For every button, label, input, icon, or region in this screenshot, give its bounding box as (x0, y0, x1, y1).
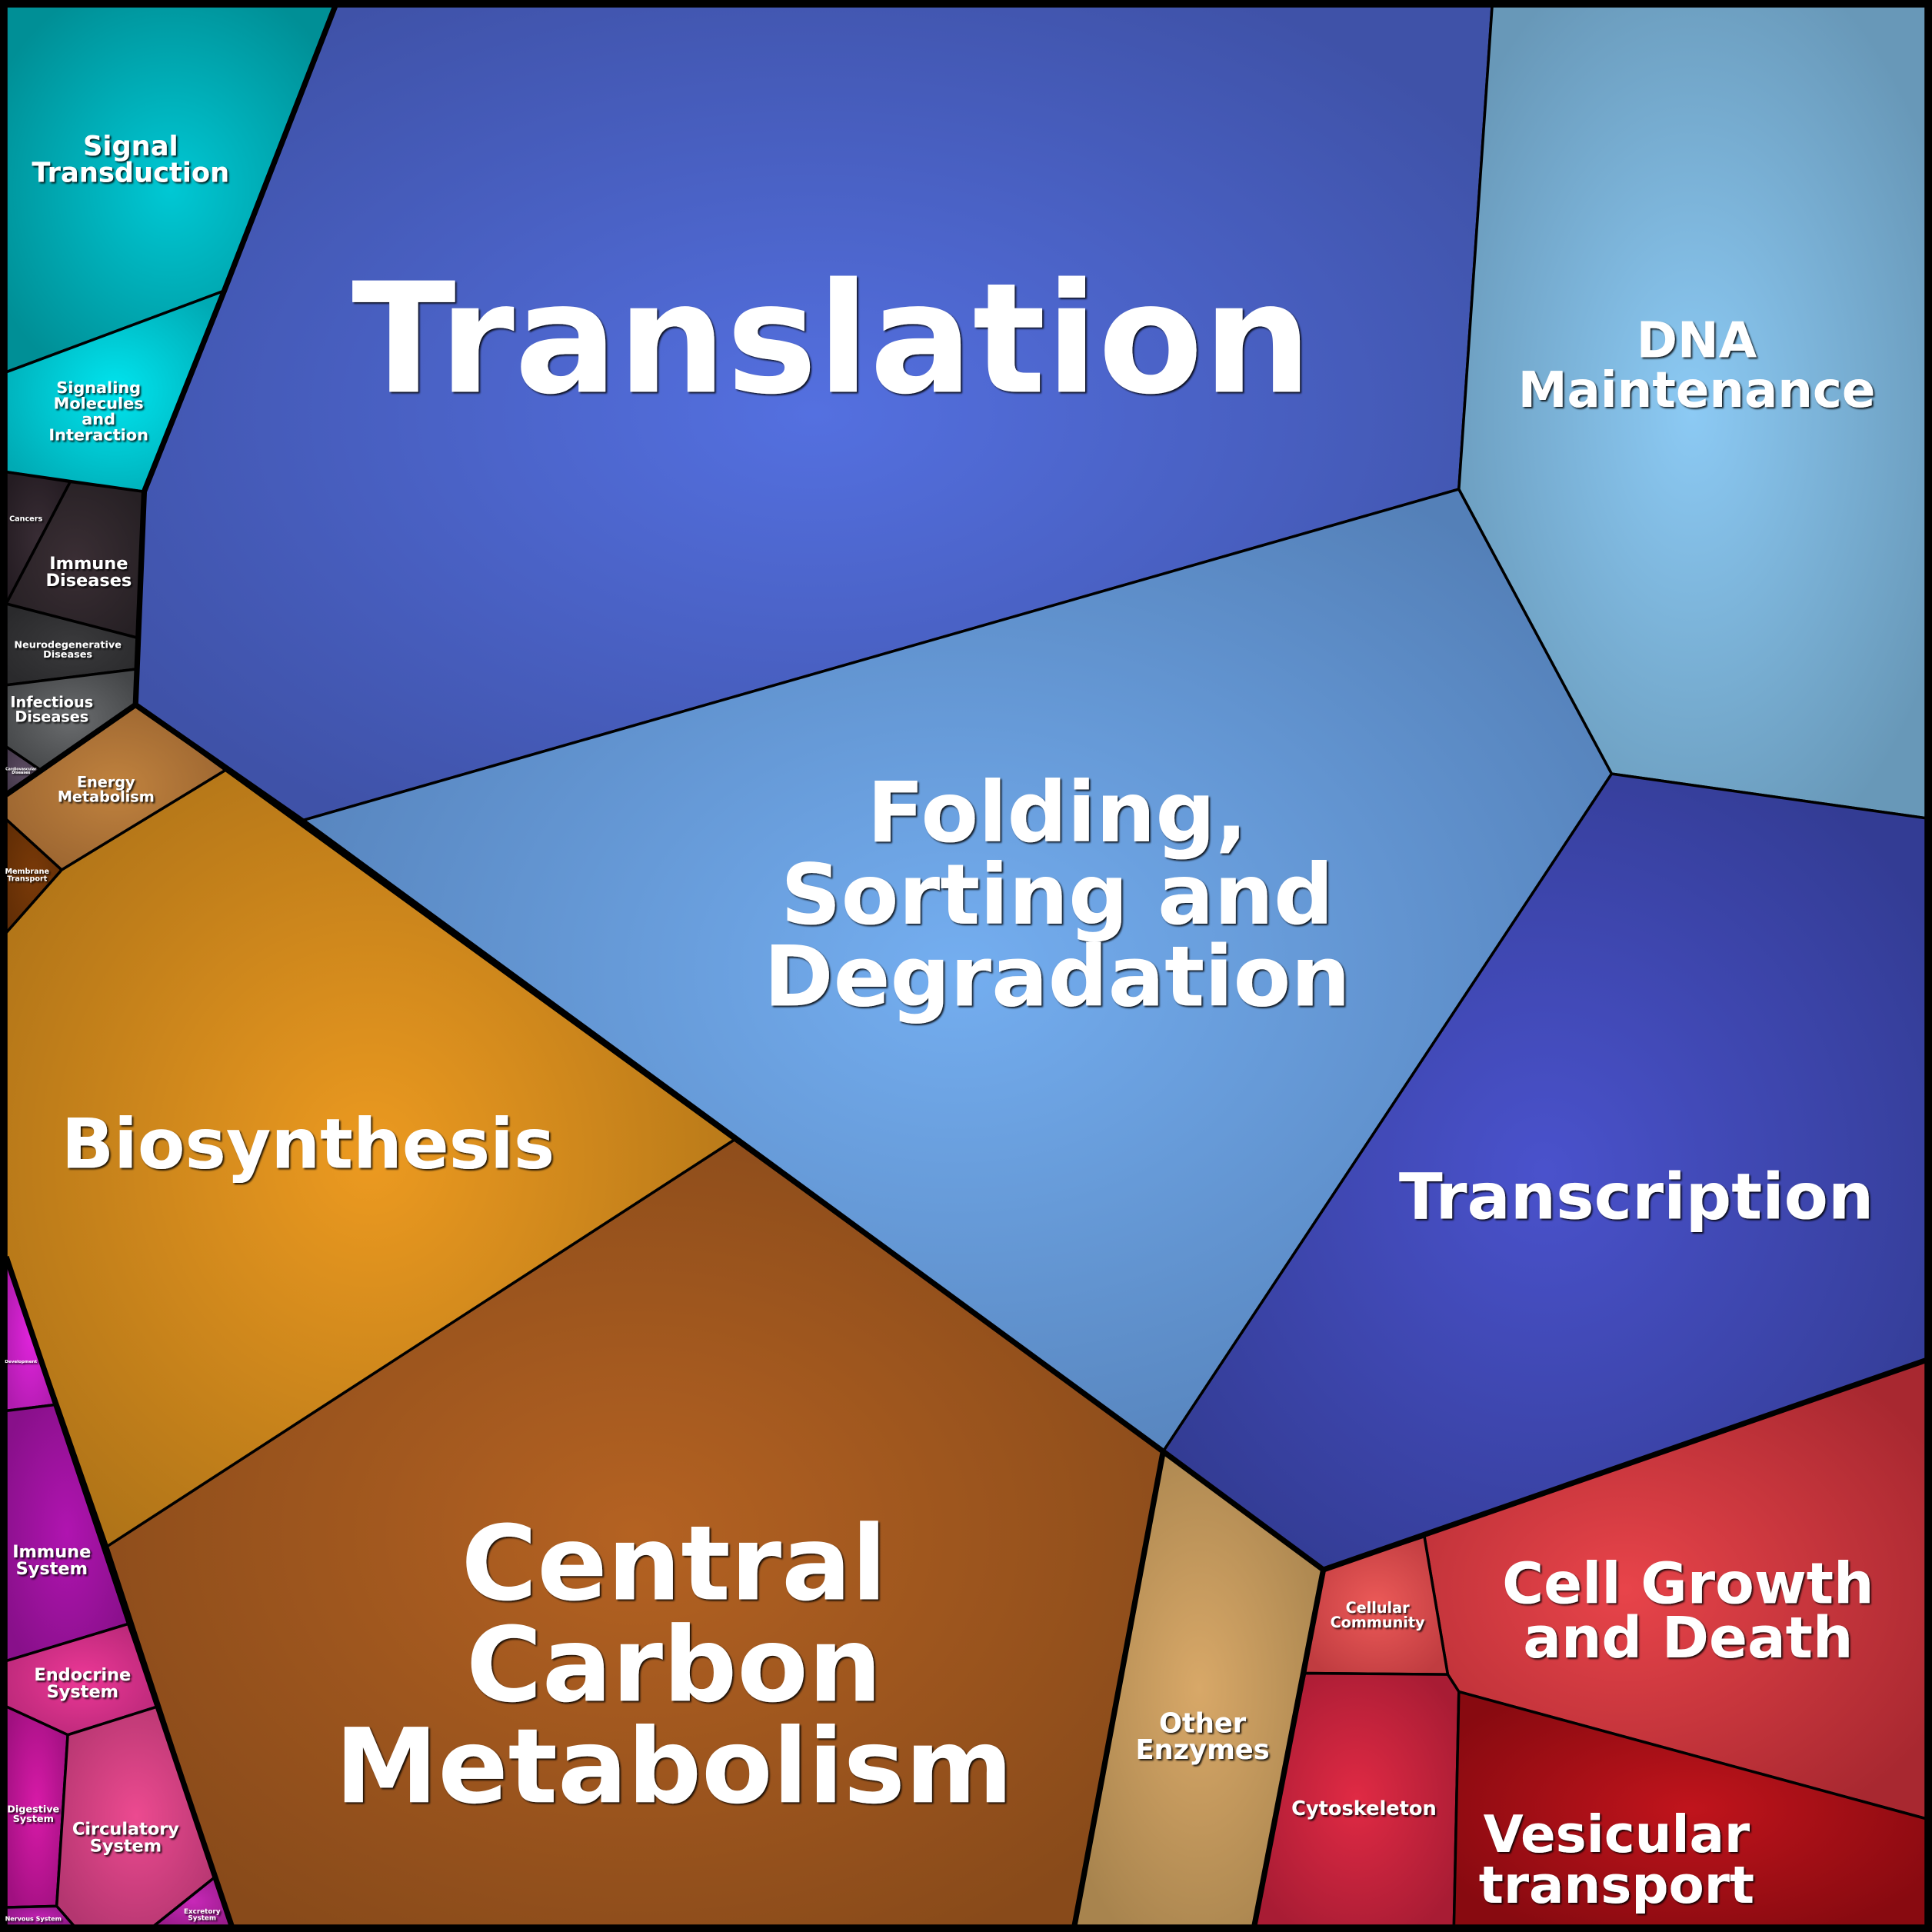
label-line: System (90, 1836, 162, 1856)
label-line: Transduction (32, 157, 229, 188)
label-line: Signaling (56, 378, 141, 397)
label-line: Immune (12, 1542, 91, 1562)
label-line: Sorting and (781, 846, 1334, 944)
label-nervous-system: Nervous System (5, 1916, 62, 1923)
label-line: Infectious (10, 694, 93, 711)
label-line: Diseases (45, 571, 132, 591)
label-line: System (47, 1682, 118, 1702)
label-line: System (13, 1814, 54, 1825)
label-line: Excretory (184, 1908, 221, 1916)
label-line: Cellular (1346, 1599, 1411, 1617)
label-line: Maintenance (1518, 362, 1876, 419)
label-line: Diseases (15, 708, 88, 725)
label-line: and (82, 410, 115, 428)
label-line: Diseases (12, 771, 30, 775)
label-line: Digestive (7, 1804, 59, 1816)
label-line: Metabolism (335, 1706, 1014, 1827)
label-line: Cell Growth (1502, 1551, 1874, 1617)
label-line: Community (1331, 1614, 1425, 1631)
label-transcription: Transcription (1399, 1159, 1874, 1234)
label-line: Molecules (54, 394, 144, 412)
label-line: Immune (49, 554, 128, 574)
label-line: Membrane (5, 868, 49, 876)
cell-vesicular-transport[interactable] (1452, 1690, 1927, 1927)
cell-nervous-system[interactable] (5, 1904, 75, 1927)
label-line: Cardiovascular (5, 767, 37, 771)
label-development: Development (5, 1360, 37, 1364)
label-line: Degradation (764, 928, 1351, 1026)
label-line: Carbon (466, 1604, 881, 1725)
label-line: Cytoskeleton (1291, 1797, 1437, 1820)
label-line: transport (1479, 1855, 1754, 1915)
label-biosynthesis: Biosynthesis (62, 1105, 555, 1185)
label-line: Circulatory (72, 1819, 179, 1839)
cell-membrane-transport[interactable] (5, 818, 63, 934)
label-cytoskeleton: Cytoskeleton (1291, 1797, 1437, 1820)
label-line: Endocrine (34, 1665, 131, 1685)
label-line: Central (461, 1503, 887, 1624)
label-line: Cancers (9, 515, 42, 524)
label-line: Nervous System (5, 1916, 62, 1923)
label-line: Other (1159, 1707, 1247, 1739)
label-cancers: Cancers (9, 515, 42, 524)
label-translation: Translation (351, 250, 1311, 428)
label-line: Energy (77, 774, 135, 791)
label-line: Translation (351, 250, 1311, 428)
label-line: Vesicular (1484, 1804, 1750, 1864)
label-line: Biosynthesis (62, 1105, 555, 1185)
label-line: Enzymes (1135, 1734, 1269, 1766)
label-line: Interaction (48, 425, 148, 444)
label-line: Neurodegenerative (14, 640, 122, 651)
label-line: Folding, (867, 764, 1247, 861)
label-line: DNA (1637, 313, 1757, 370)
label-line: Transport (7, 874, 48, 883)
label-line: Transcription (1399, 1159, 1874, 1234)
label-line: Signal (83, 131, 178, 162)
label-line: Development (5, 1360, 37, 1364)
label-line: System (16, 1559, 88, 1579)
label-line: Diseases (43, 649, 92, 661)
label-line: System (188, 1915, 216, 1923)
label-line: and Death (1523, 1606, 1853, 1671)
label-line: Metabolism (58, 788, 155, 806)
